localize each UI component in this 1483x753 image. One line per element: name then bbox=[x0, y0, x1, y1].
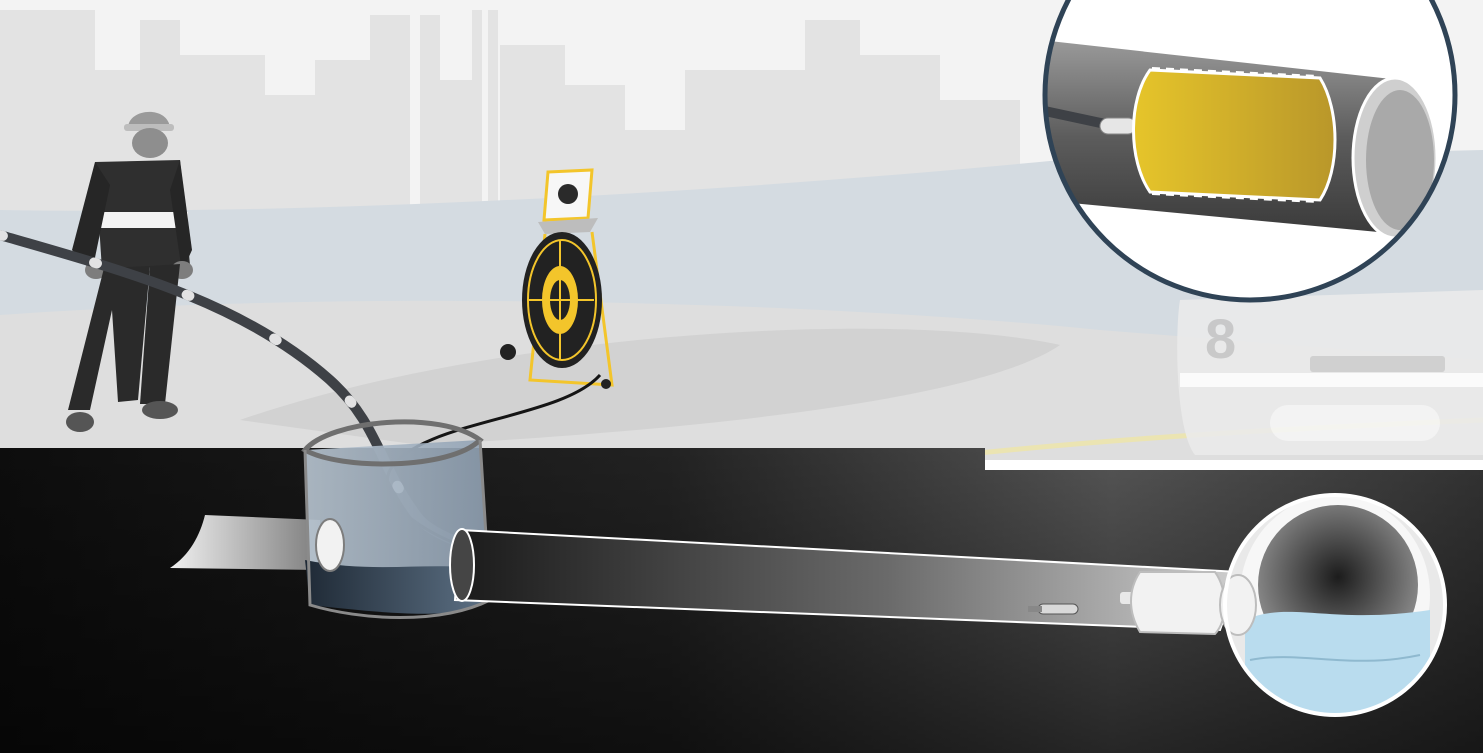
liner-sleeve bbox=[1134, 68, 1336, 202]
svg-text:8: 8 bbox=[1205, 307, 1236, 370]
vehicle: 8 bbox=[1177, 290, 1483, 455]
packer-plug bbox=[1120, 572, 1225, 634]
